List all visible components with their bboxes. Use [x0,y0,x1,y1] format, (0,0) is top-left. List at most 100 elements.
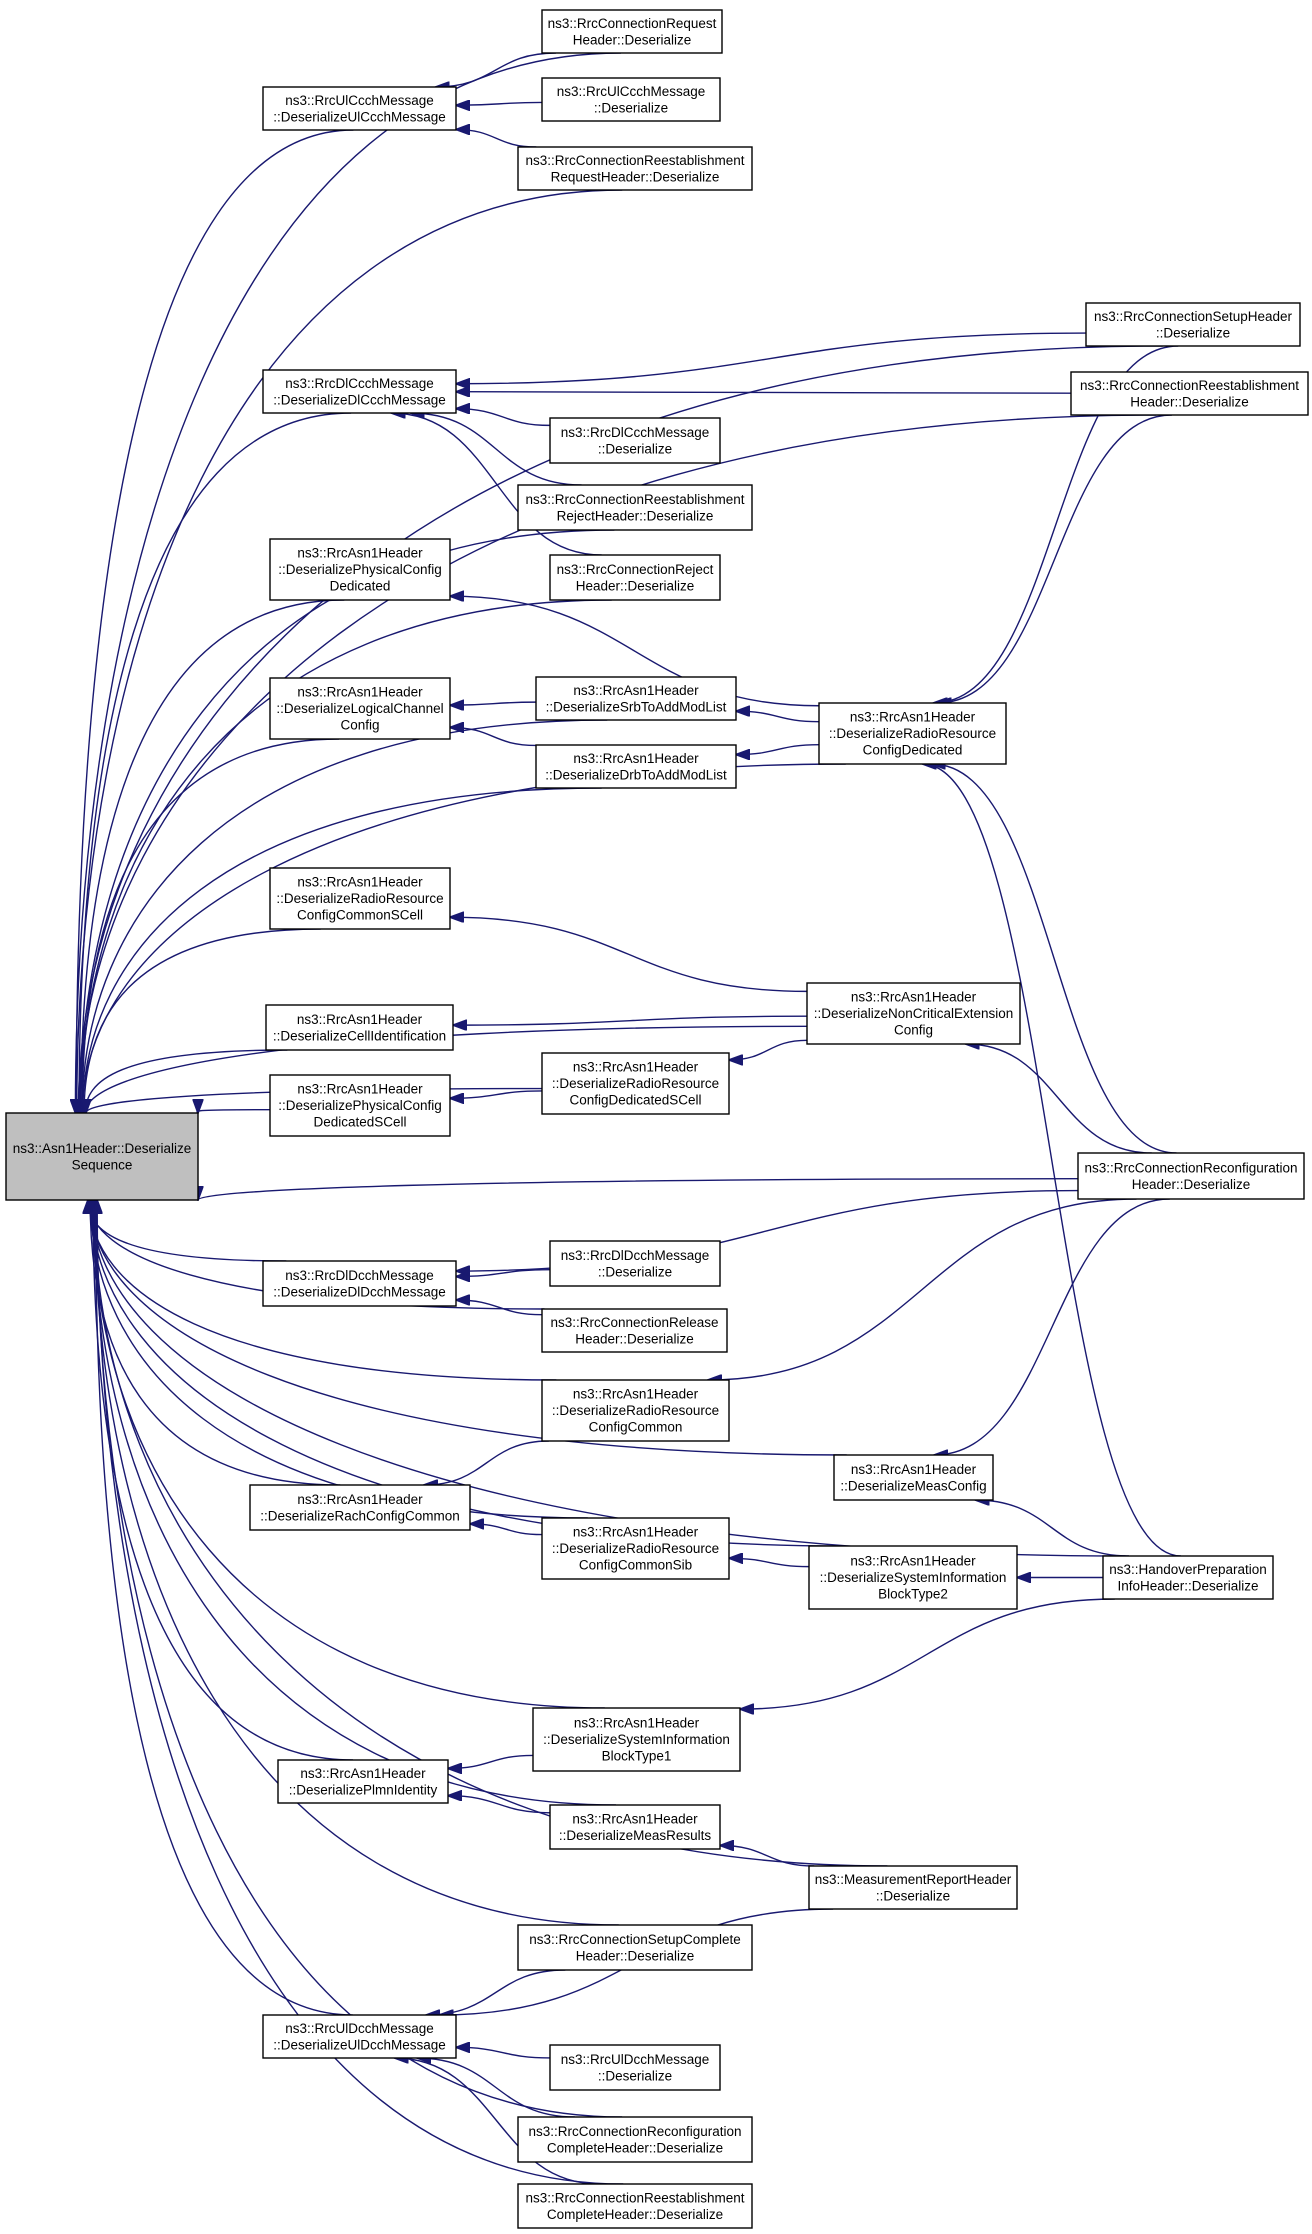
node-rach-cfg-common[interactable]: ns3::RrcAsn1Header::DeserializeRachConfi… [249,1484,471,1531]
node-radio-res-ded-scell[interactable]: ns3::RrcAsn1Header::DeserializeRadioReso… [541,1052,730,1115]
node-label-line: ns3::RrcAsn1Header [573,1525,699,1540]
node-cell-id[interactable]: ns3::RrcAsn1Header::DeserializeCellIdent… [265,1004,454,1051]
node-meas-cfg[interactable]: ns3::RrcAsn1Header::DeserializeMeasConfi… [833,1454,994,1501]
node-label-line: ns3::HandoverPreparation [1109,1562,1267,1577]
node-label-line: ns3::RrcConnectionRequest [548,16,717,31]
edge-non-crit-ext-to-radio-res-common-scell [450,917,808,993]
edge-drb-list-to-log-ch-cfg [450,727,537,747]
edge-conn-rej-hdr-to-root [81,599,612,1113]
node-label-line: ns3::RrcAsn1Header [297,1492,423,1507]
node-label-line: ::DeserializePhysicalConfig [278,1098,442,1113]
node-plmn-id[interactable]: ns3::RrcAsn1Header::DeserializePlmnIdent… [277,1759,449,1804]
node-phys-cfg-ded[interactable]: ns3::RrcAsn1Header::DeserializePhysicalC… [269,538,451,601]
node-reest-req-hdr[interactable]: ns3::RrcConnectionReestablishmentRequest… [517,146,753,191]
node-box [517,1924,753,1971]
node-box [249,1484,471,1531]
node-label-line: ConfigCommonSib [579,1558,692,1573]
node-label-line: ::DeserializeDlDcchMessage [273,1284,446,1299]
node-meas-results[interactable]: ns3::RrcAsn1Header::DeserializeMeasResul… [549,1804,721,1850]
node-box [541,77,721,122]
node-label-line: ns3::RrcAsn1Header [573,751,699,766]
node-box [269,867,451,930]
node-ho-prep-hdr[interactable]: ns3::HandoverPreparationInfoHeader::Dese… [1102,1555,1274,1600]
node-reest-complete-hdr[interactable]: ns3::RrcConnectionReestablishmentComplet… [517,2183,753,2229]
node-box [262,2014,457,2059]
node-dl-ccch-des[interactable]: ns3::RrcDlCcchMessage::Deserialize [549,417,721,464]
node-label-line: ::Deserialize [598,441,672,456]
node-label-line: RejectHeader::Deserialize [557,508,714,523]
node-label-line: ::Deserialize [594,100,668,115]
node-label-line: ::Deserialize [876,1888,950,1903]
edge-reconf-hdr-to-root [198,1178,1079,1200]
node-radio-res-cfg-ded[interactable]: ns3::RrcAsn1Header::DeserializeRadioReso… [818,702,1007,765]
node-dl-dcch-msg[interactable]: ns3::RrcDlDcchMessage::DeserializeDlDcch… [262,1260,457,1307]
edge-setup-complete-hdr-to-ul-dcch-msg [426,1969,566,2015]
node-box [549,1804,721,1850]
node-label-line: ::DeserializeUlCcchMessage [273,109,446,124]
node-conn-req-hdr[interactable]: ns3::RrcConnectionRequestHeader::Deseria… [541,9,723,54]
edge-reest-complete-hdr-to-ul-dcch-msg [394,2058,600,2185]
node-label-line: ::Deserialize [1156,325,1230,340]
node-ul-dcch-des[interactable]: ns3::RrcUlDcchMessage::Deserialize [549,2044,721,2091]
node-label-line: ::DeserializeRadioResource [552,1403,719,1418]
edge-radio-res-cfg-ded-to-root [82,763,846,1113]
node-log-ch-cfg[interactable]: ns3::RrcAsn1Header::DeserializeLogicalCh… [269,677,451,740]
edge-conn-setup-hdr-to-radio-res-cfg-ded [933,345,1179,703]
edge-radio-res-ded-scell-to-phys-cfg-ded-scell [450,1090,543,1098]
node-label-line: ::DeserializeSystemInformation [820,1570,1007,1585]
node-label-line: ns3::RrcAsn1Header [851,1462,977,1477]
node-reconf-complete-hdr[interactable]: ns3::RrcConnectionReconfigurationComplet… [517,2116,753,2163]
edge-ul-ccch-msg-to-root [76,129,354,1113]
edge-reest-rej-hdr-to-dl-ccch-msg [411,413,582,486]
node-dl-ccch-msg[interactable]: ns3::RrcDlCcchMessage::DeserializeDlCcch… [262,369,457,414]
node-label-line: ::Deserialize [598,1264,672,1279]
node-ul-ccch-msg[interactable]: ns3::RrcUlCcchMessage::DeserializeUlCcch… [262,86,457,131]
node-reconf-hdr[interactable]: ns3::RrcConnectionReconfigurationHeader:… [1077,1152,1305,1200]
edge-srb-list-to-log-ch-cfg [450,702,537,705]
node-radio-res-common-sib[interactable]: ns3::RrcAsn1Header::DeserializeRadioReso… [541,1517,730,1580]
node-sib1[interactable]: ns3::RrcAsn1Header::DeserializeSystemInf… [532,1707,741,1772]
node-radio-res-common[interactable]: ns3::RrcAsn1Header::DeserializeRadioReso… [541,1379,730,1442]
edge-reconf-hdr-to-meas-cfg [934,1198,1170,1455]
node-radio-res-common-scell[interactable]: ns3::RrcAsn1Header::DeserializeRadioReso… [269,867,451,930]
edge-reconf-complete-hdr-to-ul-dcch-msg [417,2058,575,2118]
edge-ho-prep-hdr-to-meas-cfg [975,1500,1129,1557]
node-box [269,677,451,740]
edge-radio-res-common-scell-to-root [84,928,321,1113]
node-sib2[interactable]: ns3::RrcAsn1Header::DeserializeSystemInf… [808,1545,1018,1610]
node-conn-rej-hdr[interactable]: ns3::RrcConnectionRejectHeader::Deserial… [549,554,721,601]
node-release-hdr[interactable]: ns3::RrcConnectionReleaseHeader::Deseria… [541,1308,728,1353]
node-reest-hdr[interactable]: ns3::RrcConnectionReestablishmentHeader:… [1070,371,1309,416]
node-setup-complete-hdr[interactable]: ns3::RrcConnectionSetupCompleteHeader::D… [517,1924,753,1971]
node-box [833,1454,994,1501]
edge-reest-req-hdr-to-root [77,189,623,1113]
node-box [808,1865,1018,1910]
node-label-line: ::DeserializeRadioResource [552,1076,719,1091]
node-label-line: InfoHeader::Deserialize [1117,1578,1258,1593]
node-srb-list[interactable]: ns3::RrcAsn1Header::DeserializeSrbToAddM… [535,676,737,721]
node-ul-ccch-des[interactable]: ns3::RrcUlCcchMessage::Deserialize [541,77,721,122]
edge-reest-hdr-to-radio-res-cfg-ded [937,414,1172,703]
node-phys-cfg-ded-scell[interactable]: ns3::RrcAsn1Header::DeserializePhysicalC… [269,1074,451,1137]
node-label-line: Config [340,718,379,733]
edge-radio-res-common-sib-to-rach-cfg-common [470,1524,543,1536]
node-non-crit-ext[interactable]: ns3::RrcAsn1Header::DeserializeNonCritic… [806,982,1021,1045]
node-label-line: Header::Deserialize [1132,1177,1251,1192]
node-box [541,1052,730,1115]
node-reest-rej-hdr[interactable]: ns3::RrcConnectionReestablishmentRejectH… [517,484,753,531]
edge-reest-rej-hdr-to-root [80,529,615,1113]
node-box [1077,1152,1305,1200]
node-drb-list[interactable]: ns3::RrcAsn1Header::DeserializeDrbToAddM… [535,744,737,789]
edge-dl-ccch-msg-to-root [79,412,352,1113]
node-label-line: ns3::RrcAsn1Header [297,1082,423,1097]
node-conn-setup-hdr[interactable]: ns3::RrcConnectionSetupHeader::Deseriali… [1085,302,1301,347]
edge-meas-results-to-root [93,1200,616,1806]
edge-reest-req-hdr-to-ul-ccch-msg [456,130,537,148]
node-ul-dcch-msg[interactable]: ns3::RrcUlDcchMessage::DeserializeUlDcch… [262,2014,457,2059]
node-box [262,1260,457,1307]
node-dl-dcch-des[interactable]: ns3::RrcDlDcchMessage::Deserialize [549,1240,721,1287]
node-meas-report-hdr[interactable]: ns3::MeasurementReportHeader::Deserializ… [808,1865,1018,1910]
edge-meas-results-to-plmn-id [448,1796,551,1814]
node-label-line: ns3::RrcAsn1Header [573,683,699,698]
